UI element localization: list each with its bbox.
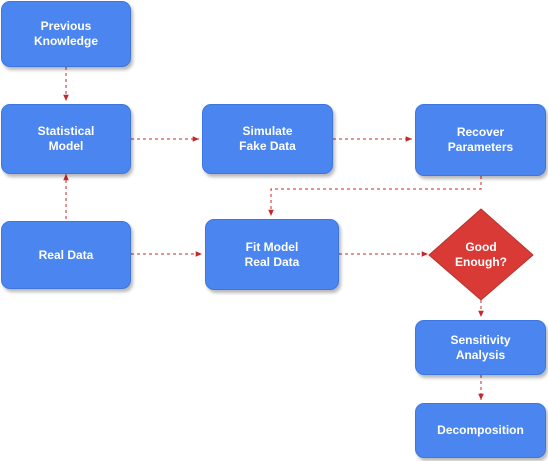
real-data-label: Real Data: [38, 247, 94, 262]
fit-model-line1: Fit Model: [245, 239, 299, 254]
decomposition-node: Decomposition: [415, 403, 546, 458]
decomposition-label: Decomposition: [437, 423, 524, 437]
real-data-node: Real Data: [1, 221, 131, 289]
sensitivity-analysis-line2: Analysis: [455, 347, 506, 362]
simulate-fake-data-line1: Simulate: [242, 124, 293, 138]
fit-model-line2: Real Data: [244, 254, 300, 269]
previous-knowledge-line1: Previous: [40, 19, 92, 33]
good-enough-line2: Enough?: [455, 255, 507, 269]
sensitivity-analysis-line1: Sensitivity: [450, 332, 511, 347]
good-enough-diamond: [428, 208, 534, 301]
statistical-model-node: Statistical Model: [1, 104, 131, 174]
recover-parameters-node: Recover Parameters: [415, 104, 546, 176]
statistical-model-line1: Statistical: [37, 124, 95, 138]
sensitivity-analysis-node: Sensitivity Analysis: [415, 320, 546, 375]
recover-parameters-line1: Recover: [456, 125, 505, 139]
simulate-fake-data-node: Simulate Fake Data: [202, 104, 333, 174]
previous-knowledge-node: Previous Knowledge: [1, 1, 131, 67]
statistical-model-line2: Model: [48, 139, 84, 153]
recover-parameters-line2: Parameters: [447, 140, 514, 154]
edge-recover-to-fit-model: [268, 176, 482, 216]
good-enough-line1: Good: [465, 240, 497, 254]
good-enough-label: Good Enough?: [441, 235, 521, 275]
simulate-fake-data-line2: Fake Data: [239, 139, 296, 153]
fit-model-node: Fit Model Real Data: [205, 219, 339, 290]
previous-knowledge-line2: Knowledge: [33, 34, 98, 48]
